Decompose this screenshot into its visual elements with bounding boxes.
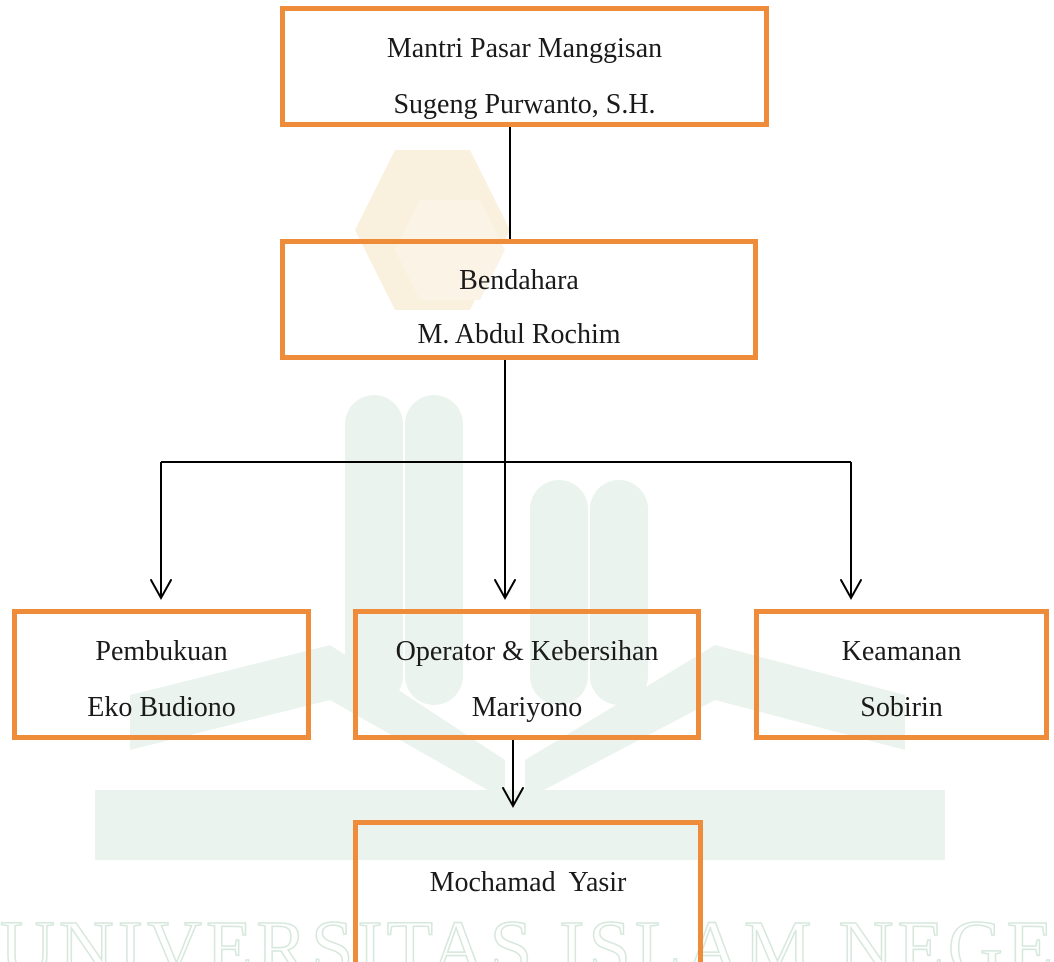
node-bendahara: Bendahara M. Abdul Rochim (280, 239, 758, 360)
node-pembukuan: Pembukuan Eko Budiono (12, 609, 311, 740)
node-operator-name: Mariyono (471, 692, 583, 723)
watermark-emblem-gold (355, 150, 510, 310)
node-operator-role: Operator & Kebersihan (395, 636, 659, 667)
node-mantri-name: Sugeng Purwanto, S.H. (393, 89, 656, 120)
node-keamanan-role: Keamanan (841, 636, 962, 667)
node-bendahara-name: M. Abdul Rochim (417, 319, 621, 350)
node-staff: Mochamad Yasir (353, 820, 703, 962)
node-pembukuan-role: Pembukuan (95, 636, 228, 667)
watermark-text: UNIVERSITAS ISLAM NEGERI (0, 905, 1054, 962)
node-pembukuan-name: Eko Budiono (87, 692, 236, 723)
arrowhead-keamanan (840, 579, 862, 601)
node-keamanan: Keamanan Sobirin (754, 609, 1049, 740)
node-staff-name: Mochamad Yasir (429, 867, 627, 898)
watermark-book (95, 645, 945, 860)
arrowhead-operator (494, 579, 516, 601)
arrowhead-pembukuan (150, 579, 172, 601)
node-keamanan-name: Sobirin (860, 692, 943, 723)
node-bendahara-role: Bendahara (459, 265, 579, 296)
node-mantri: Mantri Pasar Manggisan Sugeng Purwanto, … (280, 6, 769, 127)
node-operator: Operator & Kebersihan Mariyono (353, 609, 701, 740)
arrowhead-staff (502, 787, 524, 809)
watermark-pillars (345, 395, 648, 705)
node-mantri-role: Mantri Pasar Manggisan (386, 33, 663, 64)
